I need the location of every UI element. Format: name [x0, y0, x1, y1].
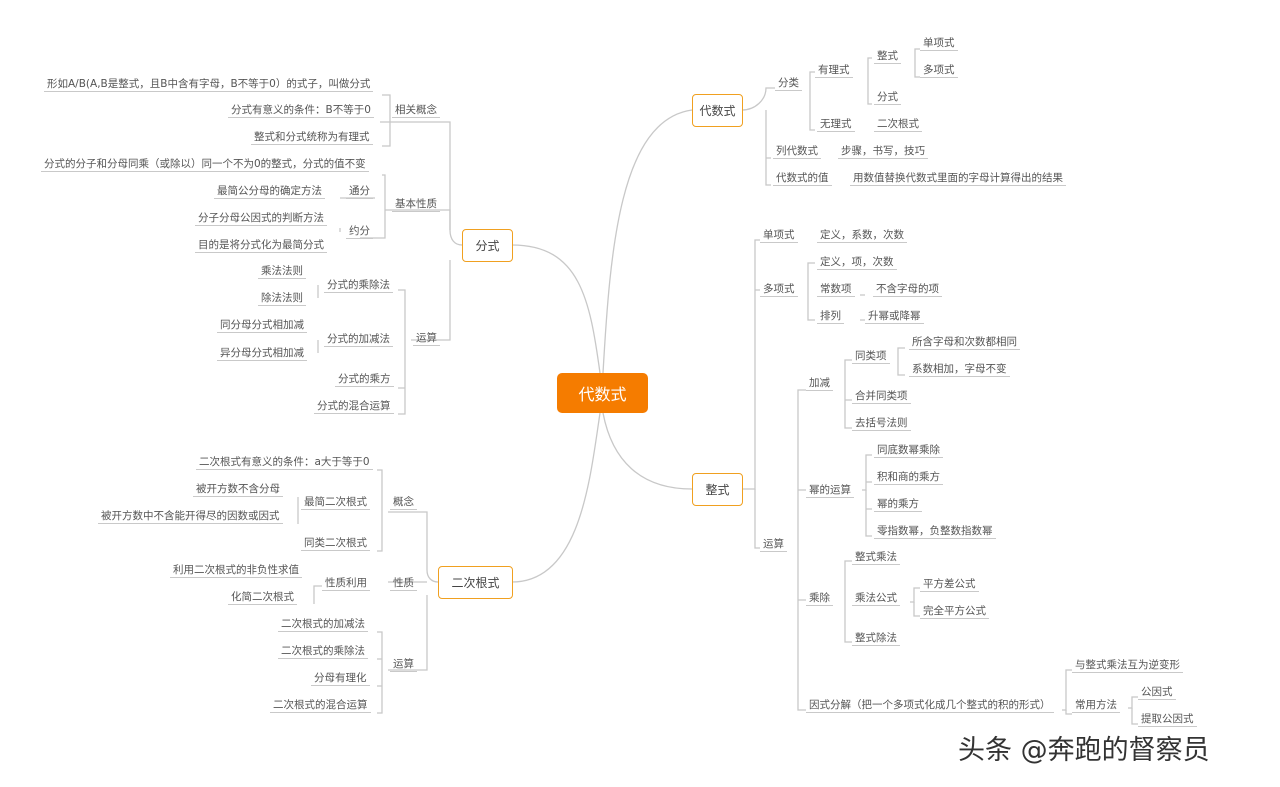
node-yi[interactable]: 异分母分式相加减	[217, 346, 307, 361]
node-mi1[interactable]: 同底数幂乘除	[874, 443, 943, 458]
node-jiben[interactable]: 基本性质	[392, 197, 440, 212]
node-tl1[interactable]: 所含字母和次数都相同	[909, 335, 1020, 350]
node-yinshi-d[interactable]: 与整式乘法互为逆变形	[1072, 658, 1183, 673]
node-duoxiangshi[interactable]: 多项式	[920, 63, 958, 78]
node-ly1[interactable]: 利用二次根式的非负性求值	[170, 563, 302, 578]
node-chufa[interactable]: 除法法则	[258, 291, 306, 306]
node-chenggongshi[interactable]: 乘法公式	[852, 591, 900, 606]
branch-daishushi[interactable]: 代数式	[692, 94, 743, 127]
node-tongfen[interactable]: 通分	[346, 184, 373, 199]
branch-genshi[interactable]: 二次根式	[438, 566, 513, 599]
node-changshu-d[interactable]: 不含字母的项	[873, 282, 942, 297]
node-chengfang[interactable]: 分式的乘方	[335, 372, 394, 387]
node-mi2[interactable]: 积和商的乘方	[874, 470, 943, 485]
branch-zhengshi[interactable]: 整式	[692, 473, 743, 506]
node-tonglei-genshi[interactable]: 同类二次根式	[301, 536, 370, 551]
node-duo-def[interactable]: 定义，项，次数	[817, 255, 897, 270]
node-ly2[interactable]: 化简二次根式	[228, 590, 297, 605]
node-yuefen[interactable]: 约分	[346, 224, 373, 239]
node-jiajian[interactable]: 分式的加减法	[324, 332, 393, 347]
node-fenshi-class[interactable]: 分式	[874, 90, 901, 105]
link-root-fenshi	[511, 244, 601, 374]
node-mi4[interactable]: 零指数幂，负整数指数幂	[874, 524, 996, 539]
node-yinshi[interactable]: 因式分解（把一个多项式化成几个整式的积的形式）	[806, 698, 1054, 713]
node-fenshi-cond[interactable]: 分式有意义的条件：B不等于0	[228, 103, 374, 118]
node-gongyinshi[interactable]: 公因式	[1138, 685, 1176, 700]
node-jiajian-zs[interactable]: 加减	[806, 376, 833, 391]
link-root-genshi	[511, 412, 601, 583]
node-jiben-def[interactable]: 分式的分子和分母同乘（或除以）同一个不为0的整式，分式的值不变	[41, 157, 369, 172]
node-danxiangshi[interactable]: 单项式	[920, 36, 958, 51]
node-hebing[interactable]: 合并同类项	[852, 389, 911, 404]
node-zhengshi-yunsuan[interactable]: 运算	[760, 537, 787, 552]
node-gainian[interactable]: 概念	[390, 495, 417, 510]
node-erci-class[interactable]: 二次根式	[874, 117, 922, 132]
node-danxiang[interactable]: 单项式	[760, 228, 798, 243]
link-root-zhengshi	[602, 412, 693, 490]
node-lie[interactable]: 列代数式	[773, 144, 821, 159]
node-zj1[interactable]: 被开方数不含分母	[193, 482, 283, 497]
node-tonglei-zs[interactable]: 同类项	[852, 349, 890, 364]
node-zhengshi-class[interactable]: 整式	[874, 49, 901, 64]
node-mi3[interactable]: 幂的乘方	[874, 497, 922, 512]
node-zscheng[interactable]: 整式乘法	[852, 550, 900, 565]
node-fenshi-def[interactable]: 形如A/B(A,B是整式，且B中含有字母，B不等于0）的式子，叫做分式	[44, 77, 374, 92]
node-hunhe[interactable]: 分式的混合运算	[314, 399, 394, 414]
node-changyong[interactable]: 常用方法	[1072, 698, 1120, 713]
link-root-daishushi	[602, 109, 693, 374]
node-fenshi-yunsuan[interactable]: 运算	[413, 331, 440, 346]
node-y1[interactable]: 二次根式的加减法	[278, 617, 368, 632]
node-wulishi[interactable]: 无理式	[817, 117, 855, 132]
node-tl2[interactable]: 系数相加，字母不变	[909, 362, 1010, 377]
node-y2[interactable]: 二次根式的乘除法	[278, 644, 368, 659]
node-y4[interactable]: 二次根式的混合运算	[270, 698, 371, 713]
node-xingzhi[interactable]: 性质	[390, 576, 417, 591]
node-tongfen-d[interactable]: 最简公分母的确定方法	[214, 184, 325, 199]
node-tong[interactable]: 同分母分式相加减	[217, 318, 307, 333]
node-mi[interactable]: 幂的运算	[806, 483, 854, 498]
node-chengchu-zs[interactable]: 乘除	[806, 591, 833, 606]
node-tiqu[interactable]: 提取公因式	[1138, 712, 1197, 727]
node-zschu[interactable]: 整式除法	[852, 631, 900, 646]
node-lie-detail[interactable]: 步骤，书写，技巧	[838, 144, 928, 159]
branch-fenshi[interactable]: 分式	[462, 229, 513, 262]
node-chengfa[interactable]: 乘法法则	[258, 264, 306, 279]
node-fenlei[interactable]: 分类	[775, 76, 802, 91]
node-genshi-yunsuan[interactable]: 运算	[390, 657, 417, 672]
node-zhi-detail[interactable]: 用数值替换代数式里面的字母计算得出的结果	[850, 171, 1066, 186]
node-pailie[interactable]: 排列	[817, 309, 844, 324]
node-pingfangcha[interactable]: 平方差公式	[920, 577, 979, 592]
node-yuefen-d1[interactable]: 分子分母公因式的判断方法	[195, 211, 327, 226]
node-duoxiang[interactable]: 多项式	[760, 282, 798, 297]
node-pailie-d[interactable]: 升幂或降幂	[865, 309, 924, 324]
node-zhi[interactable]: 代数式的值	[773, 171, 832, 186]
node-xiangguan[interactable]: 相关概念	[392, 103, 440, 118]
root-node[interactable]: 代数式	[557, 373, 648, 413]
node-zuijian[interactable]: 最简二次根式	[301, 495, 370, 510]
node-danxiang-d[interactable]: 定义，系数，次数	[817, 228, 907, 243]
node-genshi-cond[interactable]: 二次根式有意义的条件：a大于等于0	[196, 455, 373, 470]
node-youlishi[interactable]: 有理式	[815, 63, 853, 78]
node-yuefen-d2[interactable]: 目的是将分式化为最简分式	[195, 238, 327, 253]
node-qukuohao[interactable]: 去括号法则	[852, 416, 911, 431]
node-changshu[interactable]: 常数项	[817, 282, 855, 297]
node-zj2[interactable]: 被开方数中不含能开得尽的因数或因式	[98, 509, 283, 524]
watermark: 头条 @奔跑的督察员	[958, 735, 1210, 766]
node-y3[interactable]: 分母有理化	[311, 671, 370, 686]
node-wanquan[interactable]: 完全平方公式	[920, 604, 989, 619]
node-fenshi-youli[interactable]: 整式和分式统称为有理式	[251, 130, 373, 145]
node-chengchu[interactable]: 分式的乘除法	[324, 278, 393, 293]
node-liyong[interactable]: 性质利用	[322, 576, 370, 591]
